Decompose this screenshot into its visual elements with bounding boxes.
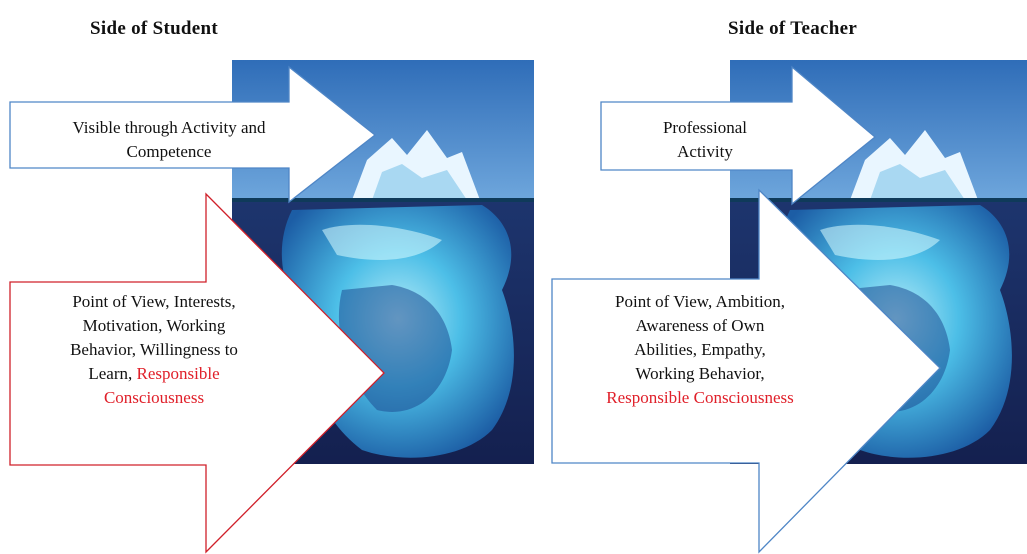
student-hidden-text-plain: Learn, [88,364,137,383]
student-visible-text: Visible through Activity and Competence [14,116,324,164]
teacher-visible-arrow [600,65,877,206]
student-visible-line: Competence [126,142,212,161]
student-highlight-text: Consciousness [103,388,205,407]
teacher-side-title: Side of Teacher [728,18,858,39]
teacher-hidden-line: Point of View, Ambition, [615,292,785,311]
student-highlight-text: Responsible [136,364,220,383]
student-hidden-line: Motivation, Working [82,316,226,335]
student-hidden-line: Point of View, Interests, [72,292,236,311]
student-visible-line: Visible through Activity and [72,118,266,137]
teacher-hidden-line: Working Behavior, [635,364,765,383]
student-side-title: Side of Student [90,18,219,39]
teacher-visible-line: Professional [662,118,748,137]
teacher-hidden-text: Point of View, Ambition, Awareness of Ow… [560,290,840,410]
teacher-visible-text: Professional Activity [630,116,780,164]
teacher-hidden-line: Abilities, Empathy, [634,340,766,359]
teacher-highlight-text: Responsible Consciousness [606,388,794,407]
student-visible-arrow [9,65,377,204]
teacher-visible-line: Activity [677,142,733,161]
student-hidden-line: Learn, Responsible [14,362,294,386]
teacher-hidden-line: Awareness of Own [635,316,765,335]
student-hidden-line: Behavior, Willingness to [70,340,238,359]
teacher-hidden-arrow [551,188,941,554]
student-hidden-arrow [9,192,385,554]
student-hidden-text: Point of View, Interests, Motivation, Wo… [14,290,294,410]
